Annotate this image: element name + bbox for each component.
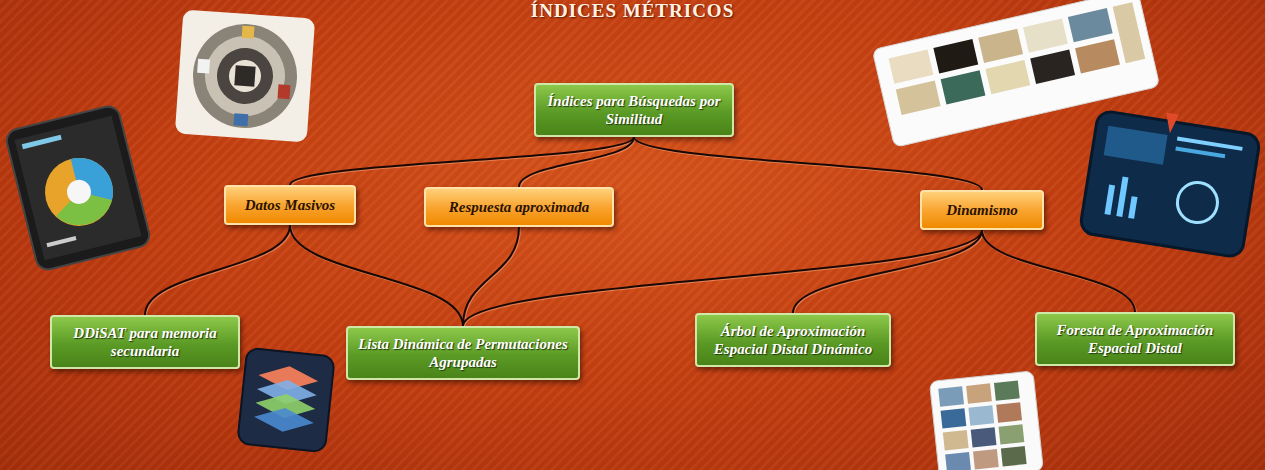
- screen-line: [22, 135, 62, 150]
- tablet-screen: [14, 116, 141, 261]
- category-box: Dinamismo: [920, 190, 1044, 230]
- category-box: Respuesta aproximada: [424, 187, 614, 227]
- screen-line: [46, 236, 76, 247]
- connector-line: [634, 137, 982, 190]
- tech-pin: [1163, 113, 1179, 135]
- connector-line: [793, 230, 982, 313]
- grid-image: [996, 402, 1022, 422]
- collage-ring: [215, 46, 275, 106]
- gallery-image: [941, 70, 986, 104]
- photo-frame: [175, 10, 315, 143]
- grid-image: [968, 405, 994, 425]
- collage-photo: [197, 59, 210, 74]
- tech-bar: [1128, 196, 1137, 219]
- gallery-image: [985, 60, 1030, 94]
- gallery-image: [933, 39, 978, 73]
- grid-image: [973, 449, 999, 469]
- box-label: Foresta de Aproximación Espacial Distal: [1047, 321, 1223, 357]
- collage-ring: [189, 20, 300, 131]
- screen-figure: [64, 177, 93, 206]
- collage-ring: [202, 33, 287, 118]
- tech-bar: [1116, 176, 1128, 216]
- grid-image: [1001, 446, 1027, 466]
- collage-ring: [228, 59, 262, 93]
- grid-image: [941, 408, 967, 428]
- box-label: Índices para Búsquedas por Similitud: [546, 92, 722, 128]
- box-label: Árbol de Aproximación Espacial Distal Di…: [707, 322, 879, 358]
- collage-photo: [234, 65, 255, 86]
- gallery-image: [1023, 18, 1068, 52]
- collage-photo: [242, 26, 255, 39]
- gallery-image: [978, 29, 1023, 63]
- layer-sheet: [253, 405, 315, 435]
- box-label: Respuesta aproximada: [436, 198, 602, 216]
- index-box: Índices para Búsquedas por Similitud: [534, 83, 734, 137]
- connector-line: [290, 225, 463, 326]
- grid-image: [971, 427, 997, 447]
- collage-photo: [278, 84, 291, 99]
- box-label: DDiSAT para memoria secundaria: [62, 324, 228, 360]
- grid-image: [994, 380, 1020, 400]
- index-box: Lista Dinámica de Permutaciones Agrupada…: [346, 326, 580, 380]
- tech-bar: [1104, 184, 1115, 215]
- screen-figure: [38, 151, 120, 233]
- gallery-image: [1068, 8, 1113, 42]
- connector-line: [519, 137, 634, 187]
- box-label: Dinamismo: [932, 201, 1032, 219]
- index-box: DDiSAT para memoria secundaria: [50, 315, 240, 369]
- grid-frame: [929, 371, 1043, 470]
- connector-line: [463, 230, 982, 326]
- index-box: Árbol de Aproximación Espacial Distal Di…: [695, 313, 891, 367]
- layers-picture: [237, 348, 335, 453]
- layers-frame: [237, 348, 335, 453]
- photo-collage: [175, 10, 315, 143]
- index-box: Foresta de Aproximación Espacial Distal: [1035, 312, 1235, 366]
- box-label: Lista Dinámica de Permutaciones Agrupada…: [358, 335, 568, 371]
- category-box: Datos Masivos: [224, 185, 356, 225]
- connector-line: [982, 230, 1135, 312]
- connector-line: [463, 227, 519, 326]
- tech-panel: [1104, 126, 1168, 165]
- box-label: Datos Masivos: [236, 196, 344, 214]
- grid-image: [945, 452, 971, 470]
- tablet-frame: [4, 104, 151, 272]
- collage-photo: [234, 113, 249, 126]
- tech-picture: [1079, 102, 1262, 258]
- connector-line: [145, 225, 290, 315]
- tech-dial: [1175, 180, 1221, 226]
- tablet-picture: [4, 104, 151, 272]
- grid-image: [943, 430, 969, 450]
- gallery-image: [896, 81, 941, 115]
- photo-grid: [929, 371, 1043, 470]
- tech-line: [1175, 146, 1225, 158]
- gallery-image: [889, 49, 934, 83]
- gallery-image: [1030, 50, 1075, 84]
- gallery-image: [1113, 2, 1146, 63]
- grid-image: [938, 386, 964, 406]
- grid-image: [999, 424, 1025, 444]
- gallery-image: [1075, 39, 1120, 73]
- grid-image: [966, 383, 992, 403]
- tech-frame: [1079, 110, 1260, 258]
- diagram-title: ÍNDICES MÉTRICOS: [0, 0, 1265, 22]
